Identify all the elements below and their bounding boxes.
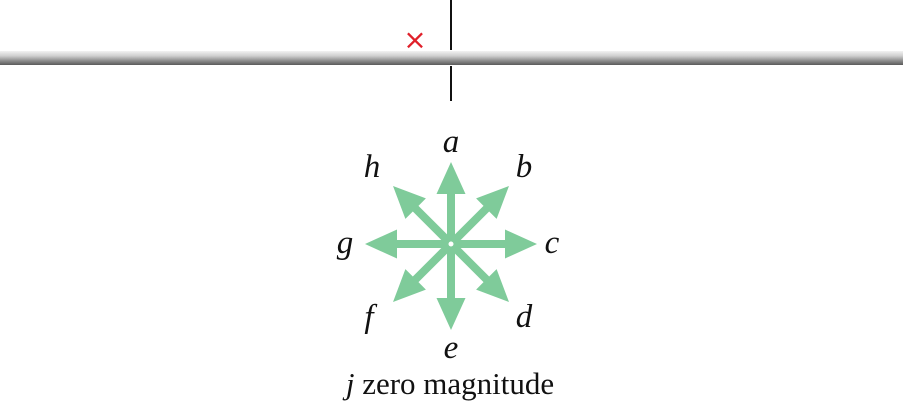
arrow-c [451,229,537,259]
label-c: c [545,225,560,261]
direction-arrows [365,162,537,330]
caption-text: zero magnitude [354,366,554,401]
arrow-h [393,186,454,247]
arrow-b [448,186,509,247]
arrow-d [448,241,509,302]
label-e: e [444,330,459,366]
caption: j zero magnitude [342,366,554,401]
point-marker: × [403,23,426,56]
arrow-e [436,244,466,330]
arrow-a [436,162,466,244]
arrow-f [393,241,454,302]
label-a: a [443,124,460,160]
arrow-g [365,229,451,259]
arrow-origin-dot [448,241,454,247]
caption-letter: j [342,366,355,401]
label-f: f [364,299,377,335]
label-b: b [516,149,533,185]
horizontal-wire [0,51,903,65]
label-g: g [337,225,354,261]
label-d: d [516,299,533,335]
label-h: h [364,149,381,185]
